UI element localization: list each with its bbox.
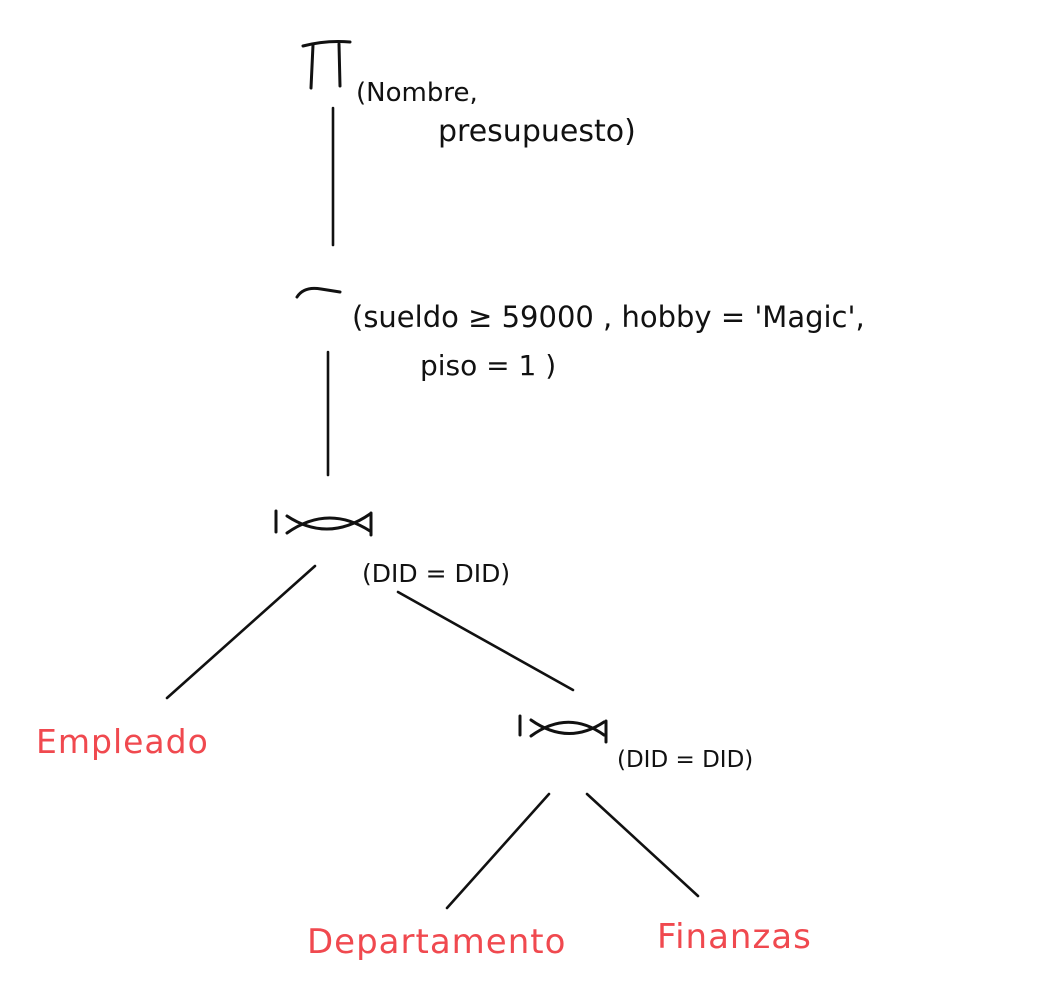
join-top-bowtie-icon <box>274 509 373 537</box>
selection-condition-line1: (sueldo ≥ 59000 , hobby = 'Magic', <box>352 300 865 334</box>
selection-sigma-icon <box>295 286 342 299</box>
projection-attributes-line1: (Nombre, <box>356 78 478 108</box>
join-top-condition: (DID = DID) <box>362 559 511 588</box>
edge-join-top-empleado <box>165 564 317 700</box>
projection-attributes-line2: presupuesto) <box>438 114 636 149</box>
relation-finanzas: Finanzas <box>657 917 812 957</box>
join-bottom-condition: (DID = DID) <box>617 747 754 773</box>
join-bottom-bowtie-icon <box>518 714 608 744</box>
relation-departamento: Departamento <box>307 922 567 962</box>
edge-join-bottom-departamento <box>445 792 551 910</box>
edge-join-top-join-bottom <box>396 590 575 692</box>
edge-join-bottom-finanzas <box>585 792 700 898</box>
projection-pi-icon <box>301 40 352 90</box>
selection-condition-line2: piso = 1 ) <box>420 349 557 382</box>
relation-empleado: Empleado <box>36 722 209 761</box>
